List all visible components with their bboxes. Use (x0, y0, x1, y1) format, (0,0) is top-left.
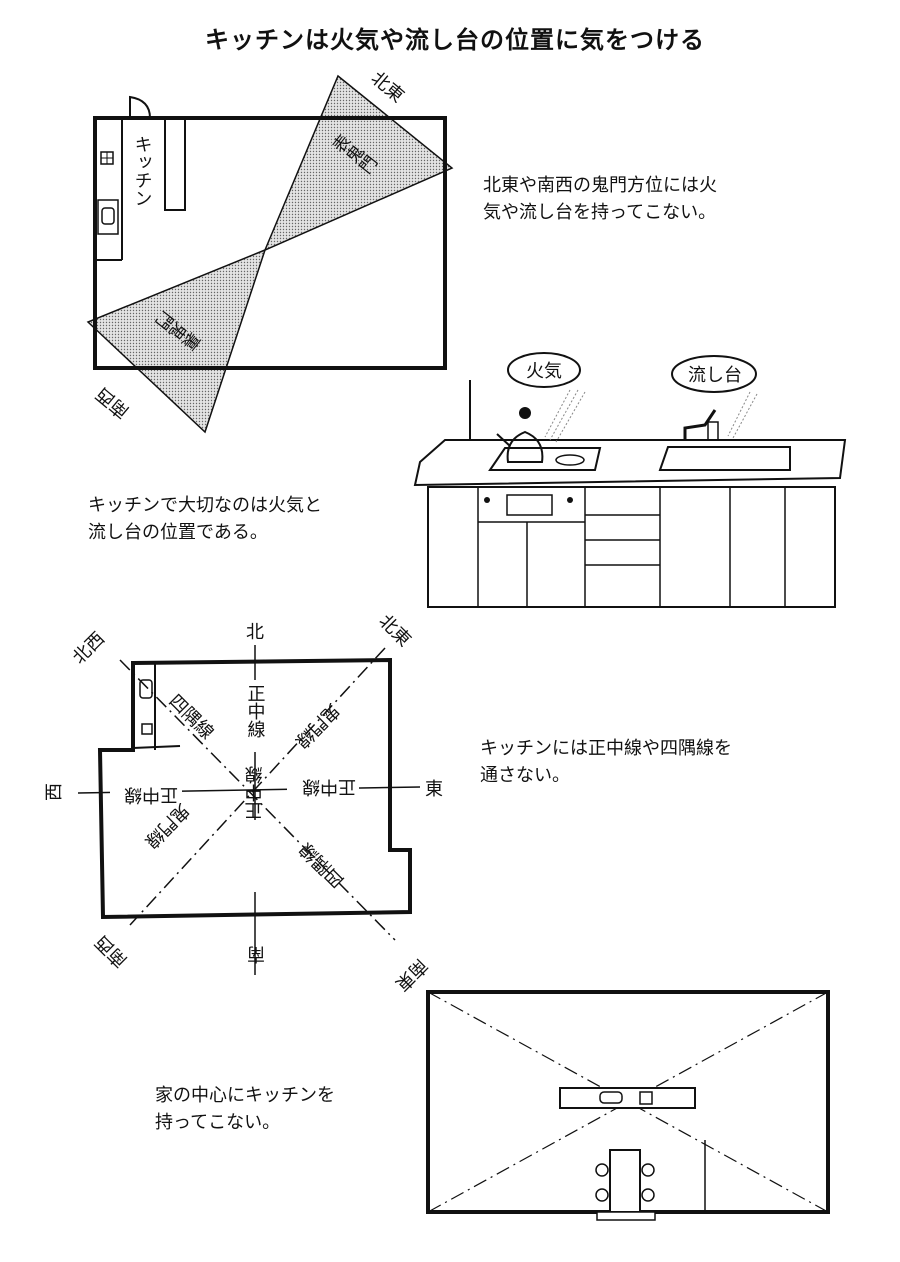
kettle-icon (496, 407, 544, 463)
direction-east: 東 (425, 779, 443, 800)
line-label-northwest: 四隅線 (164, 691, 217, 744)
room-outline (93, 116, 447, 370)
sink-label: 流し台 (688, 365, 742, 386)
center-lines-floor-plan: 北 北東 北西 西 東 南西 南 南東 正中線 正中線 正中線 正中線 四隅線 … (44, 611, 443, 995)
direction-southeast: 南東 (391, 954, 431, 994)
stove-icon (488, 447, 602, 471)
kimon-floor-plan: キッチン 北東 表鬼門 裏鬼門 南西 (86, 68, 454, 434)
kitchen-importance-note: キッチンで大切なのは火気と 流し台の位置である。 (88, 492, 322, 546)
dining-table (609, 1149, 641, 1213)
text-line: 流し台の位置である。 (88, 522, 268, 543)
direction-southwest: 南西 (91, 931, 131, 971)
front-kimon-zone (263, 74, 454, 252)
kitchen-label: キッチン (132, 135, 153, 207)
direction-west: 西 (44, 783, 65, 801)
house-center-floor-plan (426, 990, 830, 1221)
text-line: キッチンには正中線や四隅線を (480, 738, 732, 759)
text-line: 持ってこない。 (155, 1112, 281, 1133)
kimon-note: 北東や南西の鬼門方位には火 気や流し台を持ってこない。 (483, 172, 717, 226)
page-title: キッチンは火気や流し台の位置に気をつける (205, 26, 705, 54)
kitchen-counter-illustration: 火気 流し台 (413, 352, 847, 608)
direction-north: 北 (246, 622, 264, 643)
house-center-note: 家の中心にキッチンを 持ってこない。 (155, 1082, 335, 1136)
text-line: 北東や南西の鬼門方位には火 (483, 175, 717, 196)
line-label-south: 正中線 (245, 766, 266, 820)
southwest-label: 南西 (92, 383, 133, 422)
sink-icon (658, 409, 791, 471)
center-lines-note: キッチンには正中線や四隅線を 通さない。 (480, 735, 732, 789)
direction-northeast: 北東 (374, 611, 414, 651)
line-label-east: 正中線 (302, 776, 356, 797)
direction-northwest: 北西 (69, 628, 109, 668)
back-kimon-zone (86, 248, 267, 434)
line-label-west: 正中線 (124, 784, 178, 805)
text-line: キッチンで大切なのは火気と (88, 495, 322, 516)
sink-icon (97, 199, 119, 235)
line-label-north: 正中線 (245, 684, 266, 738)
text-line: 通さない。 (480, 765, 570, 786)
stove-icon (100, 151, 114, 165)
northeast-label: 北東 (367, 68, 408, 107)
text-line: 家の中心にキッチンを (155, 1085, 335, 1106)
line-label-southeast: 四隅線 (296, 838, 349, 891)
fire-label: 火気 (526, 361, 562, 382)
line-label-northeast: 鬼門線 (291, 699, 344, 752)
kitchen-island (559, 1087, 696, 1109)
direction-south: 南 (247, 943, 265, 964)
text-line: 気や流し台を持ってこない。 (483, 202, 717, 223)
